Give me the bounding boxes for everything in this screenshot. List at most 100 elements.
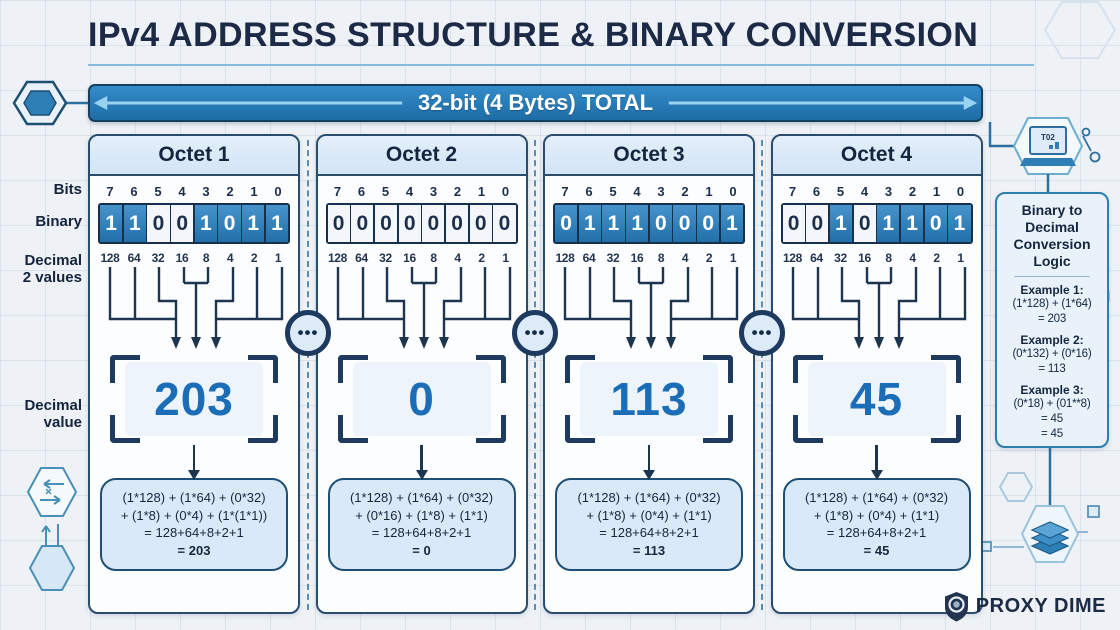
bit-position-label: 1 bbox=[477, 184, 486, 199]
bracket-corner-icon bbox=[565, 355, 595, 383]
conversion-formula: (1*128) + (1*64) + (0*32)+ (1*8) + (0*4)… bbox=[100, 478, 288, 571]
binary-bit-cell: 1 bbox=[194, 205, 217, 242]
svg-text:T02: T02 bbox=[1041, 133, 1055, 142]
bit-position-label: 0 bbox=[501, 184, 510, 199]
bit-position-label: 0 bbox=[274, 184, 282, 199]
place-value-label: 2 bbox=[250, 251, 258, 265]
bit-position-label: 3 bbox=[202, 184, 210, 199]
binary-bit-cell: 1 bbox=[123, 205, 146, 242]
formula-line: + (0*16) + (1*8) + (1*1) bbox=[355, 507, 488, 523]
example-line: (1*128) + (1*64) bbox=[1012, 298, 1092, 311]
bracket-corner-icon bbox=[475, 415, 506, 443]
place-value-label: 8 bbox=[885, 251, 892, 265]
formula-line: = 113 bbox=[632, 543, 666, 559]
conversion-formula: (1*128) + (1*64) + (0*32) + (0*16) + (1*8… bbox=[327, 478, 516, 571]
ellipsis-separator-icon: ••• bbox=[285, 310, 331, 356]
binary-bit-cell: 0 bbox=[374, 205, 398, 242]
example-line: = 113 bbox=[1038, 363, 1066, 376]
place-value-label: 16 bbox=[403, 251, 416, 265]
binary-bit-cell: 0 bbox=[422, 205, 445, 242]
bit-position-label: 4 bbox=[633, 184, 641, 199]
bit-position-label: 7 bbox=[106, 184, 114, 199]
place-value-label: 16 bbox=[175, 251, 189, 265]
layers-stack-icon bbox=[1020, 505, 1080, 563]
place-value-label: 128 bbox=[327, 251, 348, 265]
formula-line: (1*128) + (1*64) + (0*32) bbox=[349, 490, 494, 505]
formula-line: = 128+64+8+2+1 bbox=[144, 525, 244, 541]
binary-bit-cell: 0 bbox=[398, 205, 421, 242]
place-value-label: 16 bbox=[858, 251, 871, 265]
formula-line: + (1*8) + (0*4) + (1*1) bbox=[813, 507, 940, 523]
row-label-bits: Bits bbox=[53, 181, 82, 198]
place-value-label: 64 bbox=[127, 251, 141, 265]
octet-separator bbox=[534, 140, 536, 610]
place-value-label: 4 bbox=[909, 251, 916, 265]
bit-position-label: 5 bbox=[836, 184, 845, 199]
title-underline bbox=[88, 64, 1034, 66]
bit-position-label: 2 bbox=[681, 184, 689, 199]
formula-line: (1*128) + (1*64) + (0*32) bbox=[122, 490, 266, 505]
place-value-label: 1 bbox=[274, 251, 282, 265]
value-merge-connector bbox=[336, 267, 511, 349]
binary-bit-cell: 0 bbox=[351, 205, 374, 242]
total-bits-banner: 32-bit (4 Bytes) TOTAL bbox=[88, 84, 983, 122]
bit-position-label: 3 bbox=[657, 184, 665, 199]
panel-divider bbox=[1014, 276, 1090, 278]
formula-line: (1*128) + (1*64) + (0*32) bbox=[804, 490, 949, 505]
place-value-label: 32 bbox=[834, 251, 847, 265]
octet-title: Octet 3 bbox=[545, 136, 753, 176]
formula-line: = 203 bbox=[177, 543, 211, 559]
bracket-corner-icon bbox=[703, 415, 733, 443]
place-value-label: 8 bbox=[430, 251, 437, 265]
bracket-corner-icon bbox=[565, 415, 595, 443]
place-value-label: 64 bbox=[810, 251, 823, 265]
bracket-corner-icon bbox=[930, 415, 961, 443]
formula-line: = 128+64+8+2+1 bbox=[371, 525, 472, 541]
bit-position-label: 4 bbox=[178, 184, 186, 199]
place-value-label: 16 bbox=[630, 251, 644, 265]
place-value-label: 1 bbox=[957, 251, 964, 265]
binary-bit-cell: 1 bbox=[720, 205, 743, 242]
bit-position-label: 3 bbox=[884, 184, 893, 199]
binary-bit-cell: 0 bbox=[469, 205, 492, 242]
bit-position-label: 7 bbox=[788, 184, 797, 199]
binary-bit-cell: 0 bbox=[853, 205, 876, 242]
bit-position-label: 6 bbox=[357, 184, 366, 199]
bit-position-label: 4 bbox=[405, 184, 414, 199]
right-arrow-icon bbox=[668, 96, 978, 110]
row-label-decimal-place: Decimal 2 values bbox=[22, 252, 82, 287]
bracket-corner-icon bbox=[703, 355, 733, 383]
example-line: = 45 bbox=[1041, 413, 1063, 425]
place-value-label: 1 bbox=[502, 251, 509, 265]
example-label: Example 1: bbox=[1020, 283, 1084, 298]
example-line: (0*18) + (01**8) bbox=[1013, 398, 1091, 411]
binary-bit-cell: 1 bbox=[100, 205, 123, 242]
bit-position-label: 0 bbox=[956, 184, 965, 199]
down-arrow-icon bbox=[420, 445, 423, 471]
binary-bit-cell: 1 bbox=[626, 205, 649, 242]
bit-position-label: 2 bbox=[226, 184, 234, 199]
bracket-corner-icon bbox=[248, 355, 278, 383]
decimal-value: 45 bbox=[807, 362, 946, 436]
place-value-label: 8 bbox=[657, 251, 665, 265]
ellipsis-separator-icon: ••• bbox=[739, 310, 785, 356]
banner-label: 32-bit (4 Bytes) TOTAL bbox=[417, 90, 654, 115]
bracket-corner-icon bbox=[337, 415, 368, 443]
bit-position-label: 2 bbox=[908, 184, 917, 199]
place-value-label: 64 bbox=[582, 251, 596, 265]
binary-bit-cell: 0 bbox=[924, 205, 947, 242]
binary-bit-cell: 0 bbox=[445, 205, 469, 242]
place-value-label: 2 bbox=[478, 251, 485, 265]
place-value-label: 32 bbox=[606, 251, 620, 265]
bit-position-label: 6 bbox=[130, 184, 138, 199]
down-arrow-icon bbox=[192, 445, 196, 471]
bracket-corner-icon bbox=[337, 355, 368, 383]
example-block: Example 2:(0*132) + (0*16)= 113 bbox=[1002, 333, 1102, 377]
